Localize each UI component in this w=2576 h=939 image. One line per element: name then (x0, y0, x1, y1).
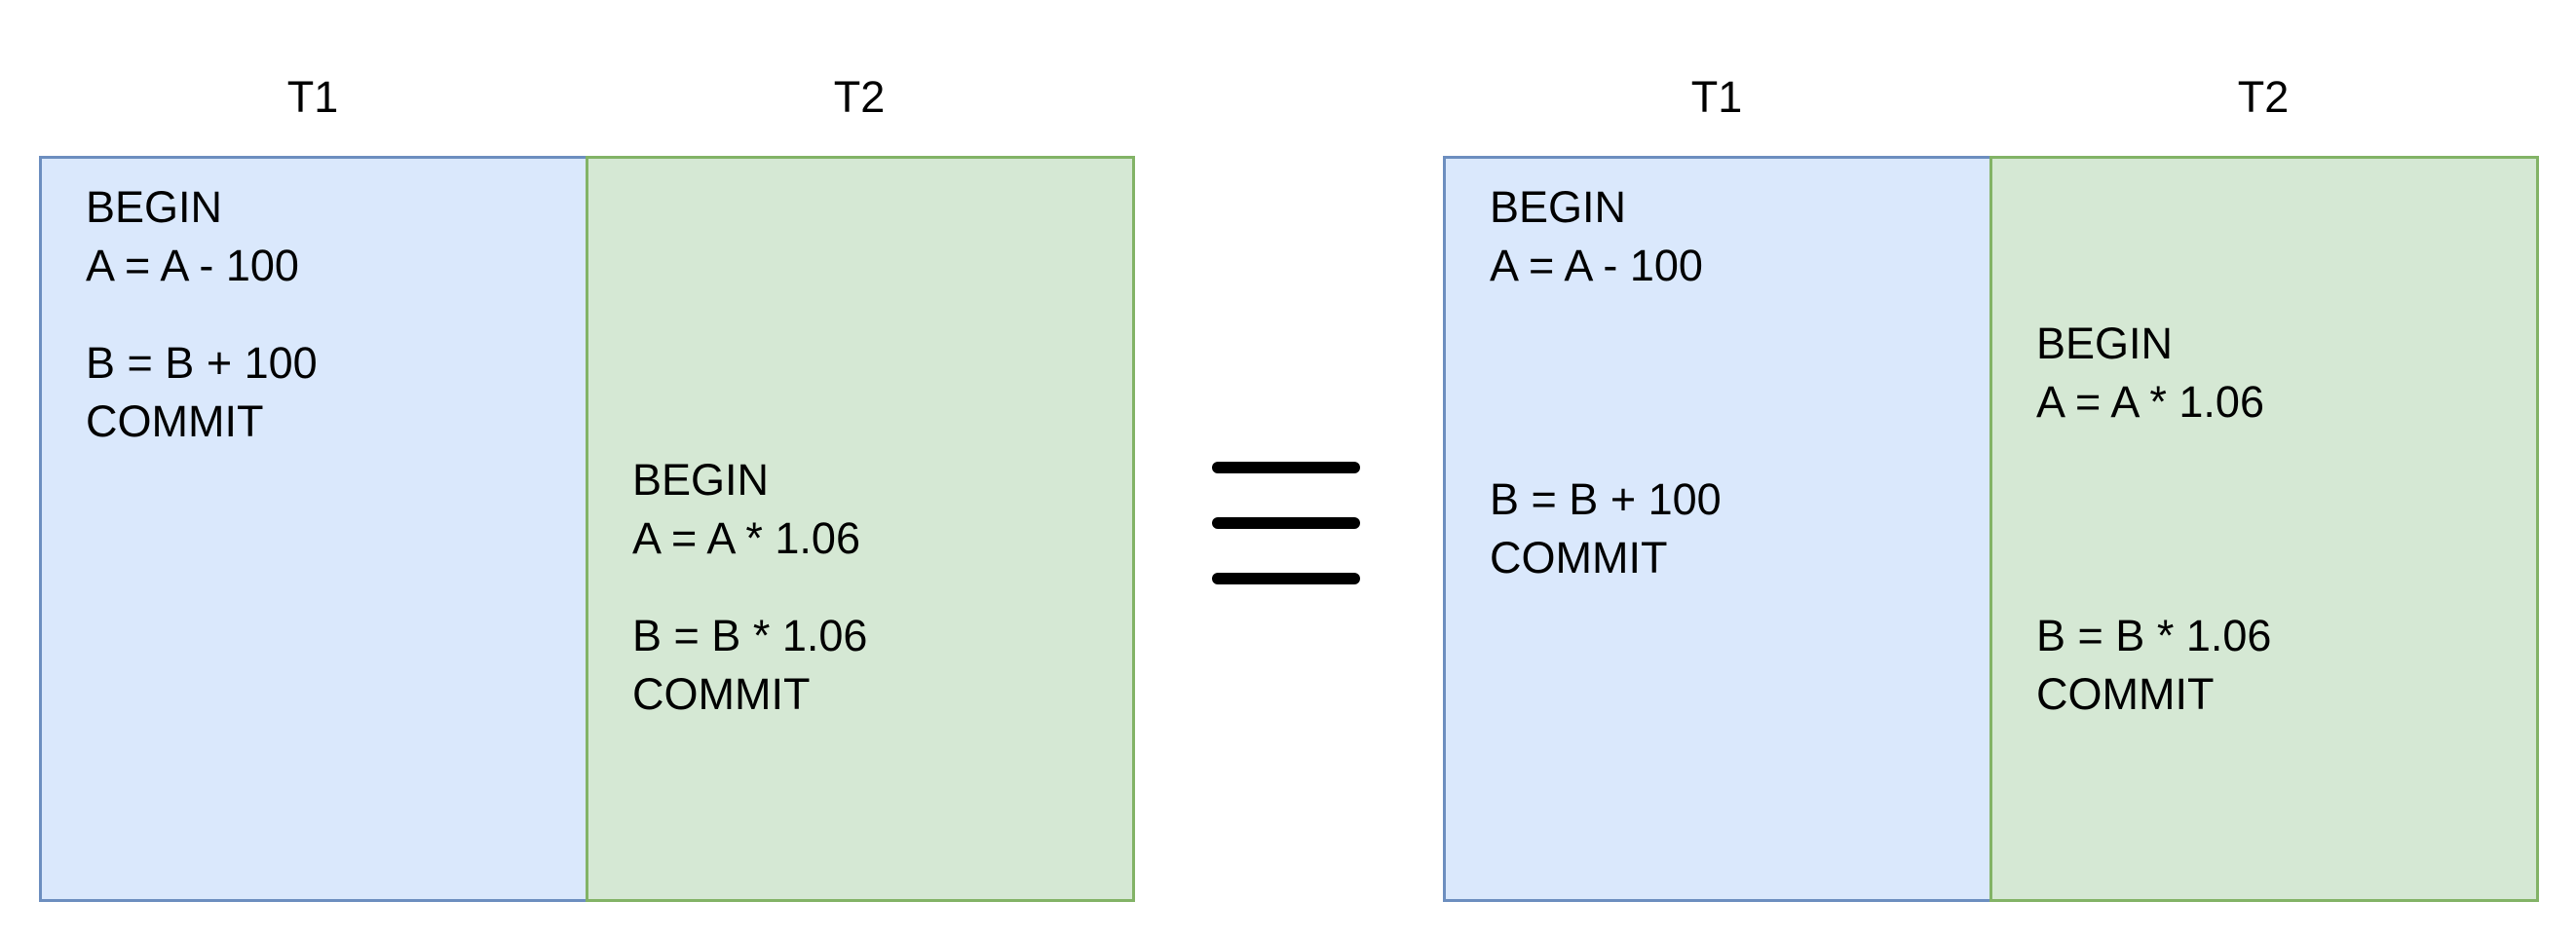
t1-header: T1 (286, 72, 339, 122)
begin-statement: BEGIN (1490, 182, 1627, 232)
commit-statement: COMMIT (86, 396, 264, 446)
t1-column: BEGIN A = A - 100 B = B + 100 COMMIT (1443, 156, 1992, 902)
t2-header: T2 (2237, 72, 2290, 122)
commit-statement: COMMIT (632, 669, 811, 719)
begin-statement: BEGIN (2036, 319, 2174, 368)
t2-commit-step: B = B * 1.06 COMMIT (632, 607, 867, 724)
commit-statement: COMMIT (1490, 533, 1668, 582)
equivalent-icon-bar-bottom (1212, 573, 1360, 584)
t1-commit-step: B = B + 100 COMMIT (86, 334, 318, 451)
t2-column: BEGIN A = A * 1.06 B = B * 1.06 COMMIT (1989, 156, 2539, 902)
t2-header: T2 (833, 72, 886, 122)
update-b-statement: B = B * 1.06 (632, 611, 868, 660)
t1-begin-step: BEGIN A = A - 100 (86, 178, 299, 295)
t1-column: BEGIN A = A - 100 B = B + 100 COMMIT (39, 156, 588, 902)
t1-commit-step: B = B + 100 COMMIT (1490, 470, 1722, 587)
serial-schedule: T1 T2 BEGIN A = A - 100 B = B + 100 COMM… (39, 0, 1135, 939)
equivalent-icon-bar-top (1212, 462, 1360, 473)
begin-statement: BEGIN (632, 455, 770, 505)
begin-statement: BEGIN (86, 182, 223, 232)
t1-header: T1 (1690, 72, 1743, 122)
update-b-statement: B = B + 100 (86, 338, 318, 388)
update-b-statement: B = B * 1.06 (2036, 611, 2272, 660)
t2-begin-step: BEGIN A = A * 1.06 (2036, 315, 2264, 432)
update-a-statement: A = A - 100 (1490, 241, 1703, 290)
update-a-statement: A = A * 1.06 (2036, 377, 2264, 427)
t2-commit-step: B = B * 1.06 COMMIT (2036, 607, 2271, 724)
interleaved-schedule: T1 T2 BEGIN A = A - 100 B = B + 100 COMM… (1443, 0, 2539, 939)
t2-column: BEGIN A = A * 1.06 B = B * 1.06 COMMIT (586, 156, 1135, 902)
update-b-statement: B = B + 100 (1490, 474, 1722, 524)
update-a-statement: A = A - 100 (86, 241, 299, 290)
t1-begin-step: BEGIN A = A - 100 (1490, 178, 1703, 295)
equivalent-icon-bar-middle (1212, 517, 1360, 529)
equivalent-icon (1212, 462, 1360, 584)
update-a-statement: A = A * 1.06 (632, 513, 860, 563)
t2-begin-step: BEGIN A = A * 1.06 (632, 451, 860, 568)
commit-statement: COMMIT (2036, 669, 2215, 719)
